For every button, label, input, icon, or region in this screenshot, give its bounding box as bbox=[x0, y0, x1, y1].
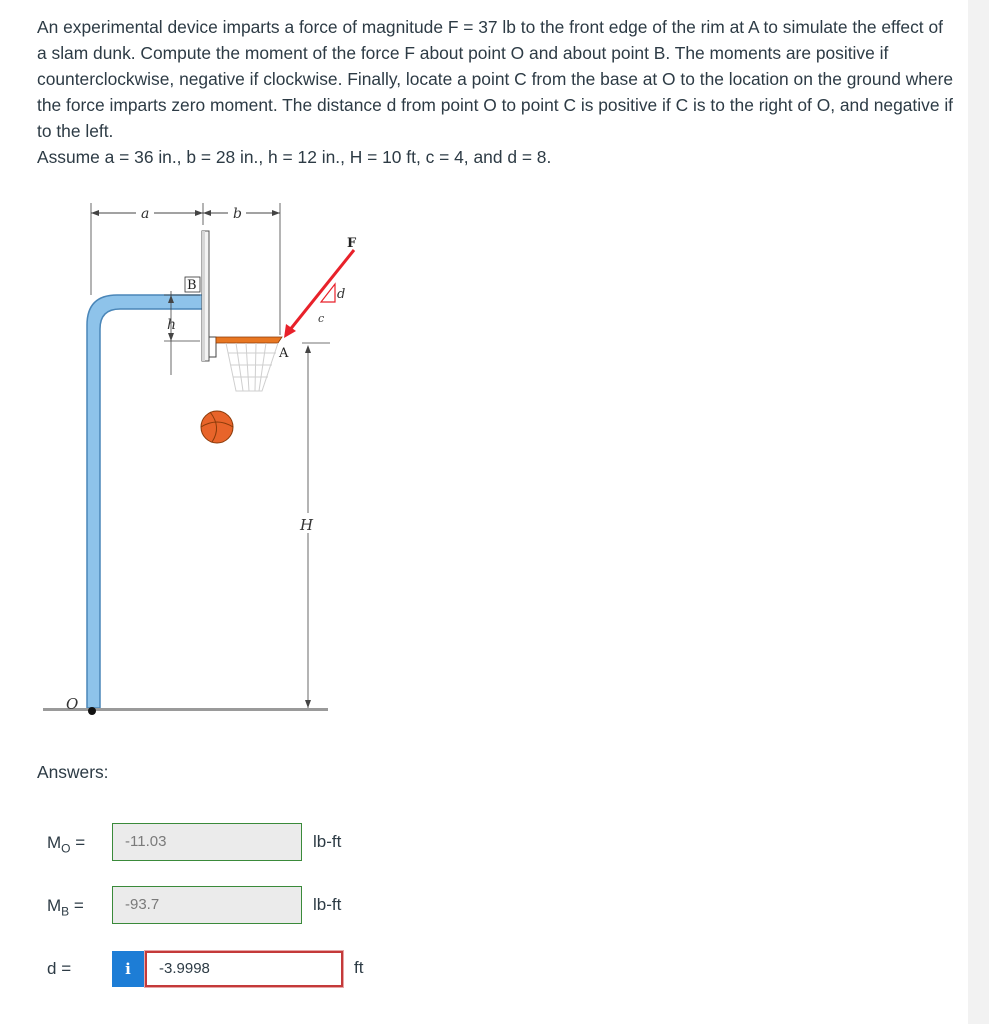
label-a: a bbox=[141, 206, 149, 222]
mo-unit: lb-ft bbox=[313, 832, 342, 851]
rim bbox=[215, 336, 283, 344]
answer-row-mb: MB = -93.7 lb-ft bbox=[0, 886, 400, 926]
question-card: An experimental device imparts a force o… bbox=[0, 0, 968, 1024]
answer-row-mo: MO = -11.03 lb-ft bbox=[0, 823, 400, 863]
force-arrow bbox=[287, 249, 356, 332]
slope-triangle bbox=[319, 282, 336, 303]
figure-svg: a b B h bbox=[43, 203, 357, 715]
d-var: d bbox=[47, 959, 57, 978]
mo-label: MO = bbox=[47, 833, 86, 856]
answer-row-d: d = i -3.9998 ft bbox=[0, 950, 400, 991]
d-answer-field[interactable]: -3.9998 bbox=[144, 950, 344, 988]
label-O: O bbox=[66, 695, 78, 713]
mo-var: M bbox=[47, 833, 62, 852]
basketball-icon bbox=[200, 410, 234, 444]
mb-var: M bbox=[47, 896, 62, 915]
answers-heading: Answers: bbox=[37, 762, 109, 782]
net bbox=[225, 342, 279, 392]
basketball-hoop-figure: a b B h bbox=[40, 195, 360, 725]
label-c: c bbox=[318, 312, 324, 325]
mo-answer-field[interactable]: -11.03 bbox=[112, 823, 302, 861]
problem-statement: An experimental device imparts a force o… bbox=[37, 14, 957, 170]
ground bbox=[43, 708, 328, 711]
problem-text: An experimental device imparts a force o… bbox=[37, 17, 954, 141]
mb-sub: B bbox=[61, 904, 70, 919]
label-H: H bbox=[299, 516, 314, 534]
d-label: d = bbox=[47, 959, 72, 978]
d-unit: ft bbox=[354, 958, 364, 977]
mb-label: MB = bbox=[47, 896, 84, 919]
problem-assumptions: Assume a = 36 in., b = 28 in., h = 12 in… bbox=[37, 147, 552, 167]
point-O bbox=[88, 707, 96, 715]
label-h: h bbox=[167, 317, 176, 333]
label-F: F bbox=[347, 236, 357, 251]
info-icon[interactable]: i bbox=[112, 951, 144, 987]
mo-sub: O bbox=[61, 841, 71, 856]
label-b: b bbox=[233, 206, 242, 222]
mb-answer-field[interactable]: -93.7 bbox=[112, 886, 302, 924]
hoop-pole bbox=[86, 294, 209, 709]
mb-unit: lb-ft bbox=[313, 895, 342, 914]
label-d: d bbox=[337, 287, 345, 302]
label-B: B bbox=[187, 278, 197, 293]
label-A: A bbox=[278, 346, 289, 361]
